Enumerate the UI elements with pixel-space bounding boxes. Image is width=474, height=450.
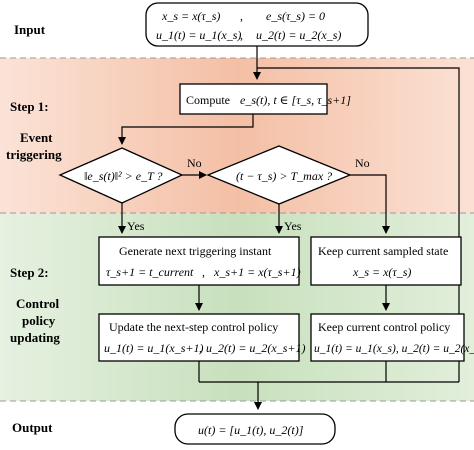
update-expr-u1: u_1(t) = u_1(x_s+1) xyxy=(104,341,204,355)
section-output-label: Output xyxy=(12,420,53,435)
arrow-no-to-keep-state xyxy=(350,174,390,234)
compute-label: Compute xyxy=(186,93,230,107)
keep-state-expr: x_s = x(τ_s) xyxy=(352,265,411,279)
input-separator: , xyxy=(240,28,243,42)
generate-expr-x: x_s+1 = x(τ_s+1) xyxy=(213,265,301,279)
section-control-label-1: Control xyxy=(16,296,59,311)
section-control-label-3: updating xyxy=(10,330,60,345)
keep-state-box xyxy=(310,236,462,286)
keep-policy-box xyxy=(310,313,465,362)
input-expr-u1: u_1(t) = u_1(x_s) xyxy=(156,28,241,42)
section-input-label: Input xyxy=(14,22,46,37)
keep-policy-expr: u_1(t) = u_1(x_s), u_2(t) = u_2(x_s) xyxy=(314,343,474,355)
update-separator: , xyxy=(199,341,202,355)
generate-expr-tau: τ_s+1 = t_current xyxy=(106,265,194,279)
compute-expr: e_s(t), t ∈ [τ_s, τ_s+1] xyxy=(240,93,351,107)
section-event-label-1: Event xyxy=(20,130,53,145)
section-step2-label: Step 2: xyxy=(10,265,49,280)
input-expr-es: e_s(τ_s) = 0 xyxy=(266,9,325,23)
edge-yes-1: Yes xyxy=(127,219,145,233)
compute-box xyxy=(179,83,328,115)
decision2-expr: (t − τ_s) > T_max ? xyxy=(236,169,332,183)
step1-band xyxy=(0,58,474,213)
update-expr-u2: u_2(t) = u_2(x_s+1) xyxy=(206,341,306,355)
arrow-compute-to-decision1 xyxy=(118,114,254,145)
generate-trigger-box xyxy=(98,236,300,286)
generate-title: Generate next triggering instant xyxy=(119,244,272,258)
generate-separator: , xyxy=(202,265,205,279)
input-expr-u2: u_2(t) = u_2(x_s) xyxy=(256,28,341,42)
update-title: Update the next-step control policy xyxy=(109,320,278,334)
keep-state-title: Keep current sampled state xyxy=(318,244,448,258)
decision1-expr: ‖e_s(t)‖² > e_T ? xyxy=(84,169,163,183)
output-expr: u(t) = [u_1(t), u_2(t)] xyxy=(198,423,304,437)
output-box xyxy=(174,413,336,445)
section-control-label-2: policy xyxy=(22,313,56,328)
section-step1-label: Step 1: xyxy=(10,99,49,114)
input-separator: , xyxy=(240,9,243,23)
section-event-label-2: triggering xyxy=(6,147,62,162)
edge-no-2: No xyxy=(355,156,370,170)
edge-no-1: No xyxy=(187,156,202,170)
input-expr-xs: x_s = x(τ_s) xyxy=(161,9,220,23)
edge-yes-2: Yes xyxy=(284,219,302,233)
keep-policy-title: Keep current control policy xyxy=(318,320,450,334)
